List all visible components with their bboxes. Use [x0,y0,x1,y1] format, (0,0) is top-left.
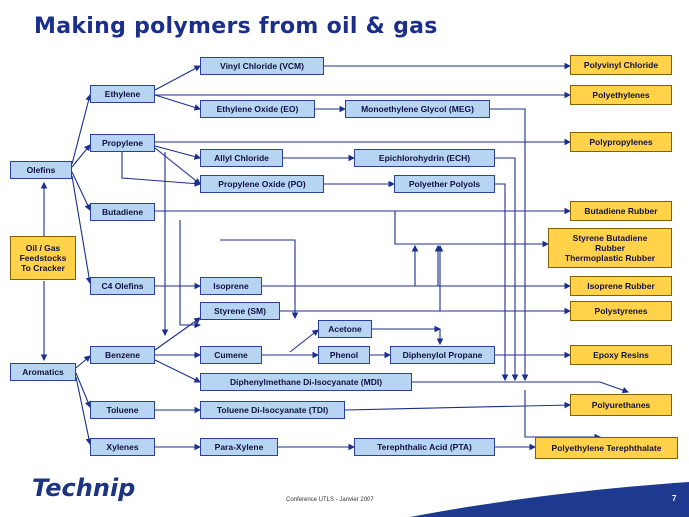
pvc-box: Polyvinyl Chloride [570,55,672,75]
butadiene-rubber-box: Butadiene Rubber [570,201,672,221]
meg-box: Monoethylene Glycol (MEG) [345,100,490,118]
vcm-box: Vinyl Chloride (VCM) [200,57,324,75]
po-box: Propylene Oxide (PO) [200,175,324,193]
pet-box: Polyethylene Terephthalate [535,437,678,459]
tdi-box: Toluene Di-Isocyanate (TDI) [200,401,345,419]
diphenylol-propane-box: Diphenylol Propane [390,346,495,364]
xylenes-box: Xylenes [90,438,155,456]
footer-caption: Conference UTLS - Janvier 2007 [286,497,374,503]
aromatics-box: Aromatics [10,363,76,381]
polystyrenes-box: Polystyrenes [570,301,672,321]
isoprene-rubber-box: Isoprene Rubber [570,276,672,296]
epoxy-resins-box: Epoxy Resins [570,345,672,365]
page-title: Making polymers from oil & gas [34,14,438,39]
sbr-box: Styrene Butadiene Rubber Thermoplastic R… [548,228,672,268]
acetone-box: Acetone [318,320,372,338]
phenol-box: Phenol [318,346,370,364]
pta-box: Terephthalic Acid (PTA) [354,438,495,456]
polyethylenes-box: Polyethylenes [570,85,672,105]
ethylene-box: Ethylene [90,85,155,103]
olefins-box: Olefins [10,161,72,179]
cumene-box: Cumene [200,346,262,364]
benzene-box: Benzene [90,346,155,364]
para-xylene-box: Para-Xylene [200,438,278,456]
polypropylenes-box: Polypropylenes [570,132,672,152]
page-number: 7 [672,494,677,503]
c4-olefins-box: C4 Olefins [90,277,155,295]
toluene-box: Toluene [90,401,155,419]
technip-logo: Technip [32,474,136,502]
ech-box: Epichlorohydrin (ECH) [354,149,495,167]
mdi-box: Diphenylmethane Di-Isocyanate (MDI) [200,373,412,391]
styrene-box: Styrene (SM) [200,302,280,320]
eo-box: Ethylene Oxide (EO) [200,100,315,118]
allyl-chloride-box: Allyl Chloride [200,149,283,167]
butadiene-box: Butadiene [90,203,155,221]
isoprene-box: Isoprene [200,277,262,295]
propylene-box: Propylene [90,134,155,152]
feedstock-box: Oil / Gas Feedstocks To Cracker [10,236,76,280]
polyols-box: Polyether Polyols [394,175,495,193]
polyurethanes-box: Polyurethanes [570,394,672,416]
